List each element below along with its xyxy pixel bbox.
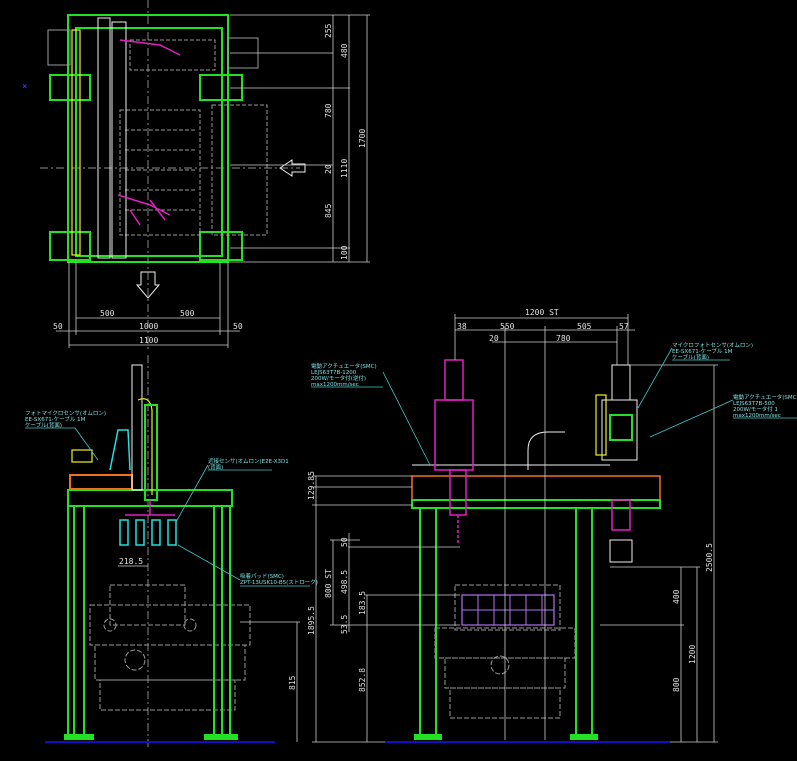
dim-183-5: 183.5 <box>358 591 367 615</box>
dim-2500-5: 2500.5 <box>705 543 714 572</box>
dim-550: 550 <box>500 322 515 331</box>
right-view-top-dimensions: 1200 ST 38 550 505 57 20 780 <box>454 308 635 740</box>
side-view-right: 1200 ST 38 550 505 57 20 780 129.85 1895… <box>307 308 797 743</box>
svg-text:電動アクチュエータ(SMC): 電動アクチュエータ(SMC) <box>311 362 377 370</box>
right-view-left-dimensions: 129.85 1895.5 800 ST 50 498.5 53.5 183.5… <box>307 471 460 743</box>
dim-480: 480 <box>340 43 349 58</box>
dim-edge-right: 50 <box>233 322 243 331</box>
dim-edge-left: 50 <box>53 322 63 331</box>
gripper-head <box>125 500 175 516</box>
left-z-actuator <box>434 359 474 545</box>
note-proximity: 近接センサ(オムロン)E2E-X3D1 (背面) <box>175 457 289 523</box>
right-z-actuator <box>595 364 638 563</box>
top-view-right-dimensions: 255 480 780 20 1110 1700 845 100 <box>230 14 370 263</box>
svg-text:(背面): (背面) <box>208 463 223 471</box>
bracket <box>109 429 131 471</box>
svg-text:200W/モータ付(逆付): 200W/モータ付(逆付) <box>311 374 366 382</box>
dim-1895-5: 1895.5 <box>307 606 316 635</box>
machine-outline <box>89 584 251 711</box>
workpiece-stack <box>461 594 555 626</box>
dim-57: 57 <box>619 322 629 331</box>
svg-text:電動アクチュエータ(SMC): 電動アクチュエータ(SMC) <box>733 393 797 401</box>
motor <box>71 449 93 463</box>
corner-brackets <box>47 29 259 261</box>
svg-text:ケーブル(背面): ケーブル(背面) <box>672 353 709 361</box>
feed-arrow-icon <box>279 159 306 177</box>
side-view-left: 218.5 815 フォトマイクロセンサ(オムロン) EE-SX671-ケーブル… <box>25 355 318 750</box>
svg-text:吸着パッド(SMC): 吸着パッド(SMC) <box>240 572 284 580</box>
dim-left-span: 500 <box>100 309 115 318</box>
origin-marker-icon: × <box>22 82 27 92</box>
svg-text:200W/モータ付 1: 200W/モータ付 1 <box>733 405 778 413</box>
dim-1700: 1700 <box>358 129 367 148</box>
actuator-rail <box>71 17 181 259</box>
note-pad: 吸着パッド(SMC) ZPT-13USK10-B5(ストローク) <box>177 544 318 587</box>
dim-right-span: 500 <box>180 309 195 318</box>
frame <box>64 489 238 740</box>
frame <box>411 464 661 740</box>
svg-text:近接センサ(オムロン)E2E-X3D1: 近接センサ(オムロン)E2E-X3D1 <box>208 457 289 465</box>
svg-text:フォトマイクロセンサ(オムロン): フォトマイクロセンサ(オムロン) <box>25 410 106 417</box>
z-axis-rail <box>144 404 158 501</box>
z-axis-column <box>131 364 143 491</box>
note-sensor: フォトマイクロセンサ(オムロン) EE-SX671-ケーブル 1M ケーブル(背… <box>25 410 106 461</box>
dim-inner: 1000 <box>139 322 158 331</box>
dim-815: 815 <box>288 675 297 690</box>
frame-outline <box>67 14 229 263</box>
conveyor-outline <box>119 39 268 236</box>
suction-pads <box>119 519 177 546</box>
cable-carrier <box>527 431 565 470</box>
dim-pitch: 218.5 <box>119 557 143 566</box>
note-actuator-left: 電動アクチュエータ(SMC) LEJS63T7B-1200 200W/モータ付(… <box>311 362 431 466</box>
dim-overall: 1100 <box>139 336 158 345</box>
note-actuator-right: 電動アクチュエータ(SMC) LEJS63T7B-500 200W/モータ付 1… <box>649 393 797 438</box>
dim-800-st: 800 ST <box>324 569 333 598</box>
dim-780: 780 <box>556 334 571 343</box>
svg-text:LEJS63T7B-1200: LEJS63T7B-1200 <box>311 370 357 376</box>
dim-1110: 1110 <box>340 159 349 178</box>
top-view-bottom-dimensions: 500 500 50 1000 50 1100 <box>53 262 243 348</box>
dim-38: 38 <box>457 322 467 331</box>
svg-text:max1200mm/sec: max1200mm/sec <box>733 413 781 419</box>
dim-255: 255 <box>324 23 333 38</box>
svg-text:マイクロフォトセンサ(オムロン): マイクロフォトセンサ(オムロン) <box>672 342 753 349</box>
right-view-right-dimensions: 2500.5 400 800 1200 <box>600 364 718 743</box>
dim-780: 780 <box>324 103 333 118</box>
dim-1200: 1200 <box>688 645 697 664</box>
top-view: × 255 480 780 20 1110 1700 845 100 <box>22 0 370 350</box>
svg-text:EE-SX671-ケーブル 1M: EE-SX671-ケーブル 1M <box>672 347 733 355</box>
dim-129-85: 129.85 <box>307 471 316 500</box>
svg-text:max1200mm/sec: max1200mm/sec <box>311 382 359 388</box>
frame-inner <box>75 27 223 257</box>
dim-20: 20 <box>489 334 499 343</box>
svg-text:LEJS63T7B-500: LEJS63T7B-500 <box>733 401 775 407</box>
discharge-arrow-icon <box>135 271 161 299</box>
dim-20: 20 <box>324 164 333 174</box>
note-sensor-right: マイクロフォトセンサ(オムロン) EE-SX671-ケーブル 1M ケーブル(背… <box>637 342 753 409</box>
dim-100: 100 <box>340 245 349 260</box>
dim-400: 400 <box>672 589 681 604</box>
dim-845: 845 <box>324 203 333 218</box>
svg-text:ZPT-13USK10-B5(ストローク): ZPT-13USK10-B5(ストローク) <box>240 579 318 586</box>
dim-498-5: 498.5 <box>340 570 349 594</box>
dim-stroke: 1200 ST <box>525 308 559 317</box>
dim-800: 800 <box>672 677 681 692</box>
dim-53-5: 53.5 <box>340 615 349 634</box>
dim-50: 50 <box>340 537 349 547</box>
dim-505: 505 <box>577 322 592 331</box>
svg-text:EE-SX671-ケーブル 1M: EE-SX671-ケーブル 1M <box>25 415 86 423</box>
dim-852-8: 852.8 <box>358 668 367 692</box>
control-box <box>69 474 133 490</box>
svg-text:ケーブル(背面): ケーブル(背面) <box>25 421 62 429</box>
